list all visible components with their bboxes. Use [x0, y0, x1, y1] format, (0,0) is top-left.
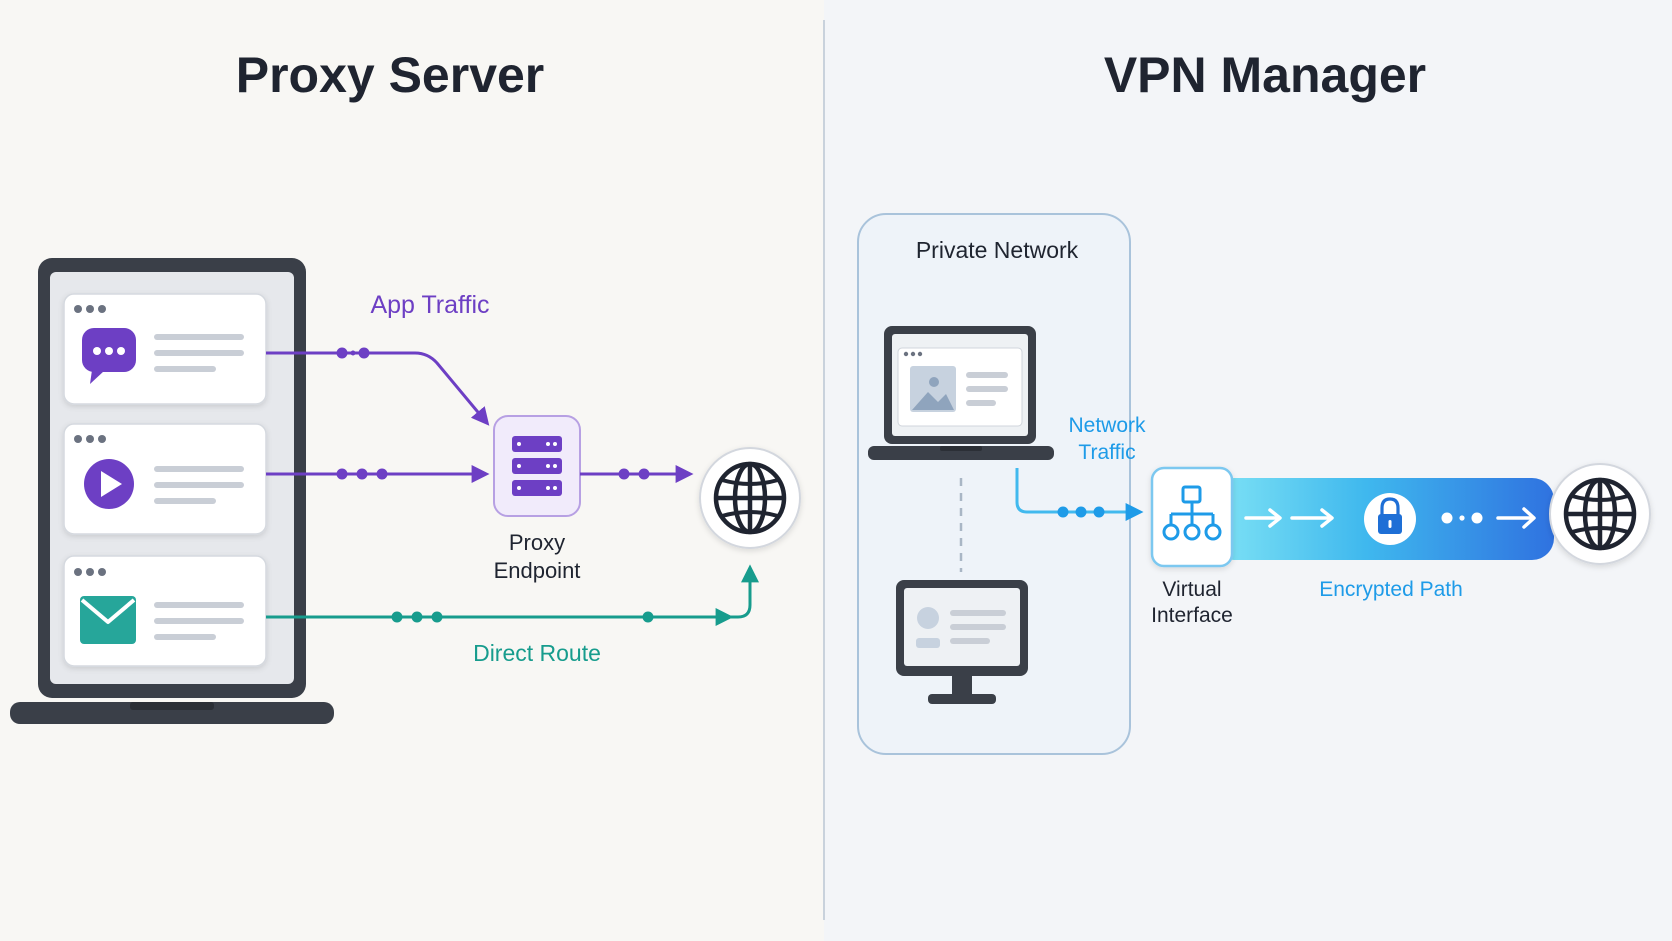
app-card-mail: [63, 555, 267, 667]
vpn-title: VPN Manager: [1104, 47, 1426, 103]
encrypted-tunnel: [1212, 478, 1554, 560]
laptop-icon: [868, 326, 1054, 460]
proxy-endpoint-label-line2: Endpoint: [494, 558, 581, 583]
chat-bubble-icon: [82, 328, 136, 384]
app-traffic-route-2: [266, 465, 490, 483]
app-card-chat: [63, 293, 267, 405]
virtual-interface-label-line2: Interface: [1151, 604, 1233, 627]
proxy-endpoint-icon: [493, 415, 581, 517]
direct-route-line: [266, 564, 759, 626]
private-network-label: Private Network: [916, 237, 1079, 263]
app-traffic-label: App Traffic: [370, 291, 489, 319]
proxy-to-internet-route: [580, 465, 694, 483]
network-traffic-label-line1: Network: [1068, 414, 1146, 437]
virtual-interface-label-line1: Virtual: [1162, 578, 1221, 601]
virtual-interface-icon: [1150, 466, 1234, 568]
proxy-endpoint-label-line1: Proxy: [509, 530, 565, 555]
play-icon: [84, 459, 134, 509]
proxy-title: Proxy Server: [236, 47, 545, 103]
device-base: [10, 702, 334, 724]
desktop-monitor-icon: [896, 580, 1028, 704]
network-traffic-route: [1015, 468, 1144, 521]
app-traffic-route-1: [266, 347, 490, 426]
direct-route-label: Direct Route: [473, 640, 601, 666]
encrypted-path-label: Encrypted Path: [1319, 578, 1463, 601]
internet-globe-icon: [699, 447, 801, 549]
lock-icon: [1364, 493, 1416, 545]
vpn-internet-globe-icon: [1549, 463, 1651, 565]
network-traffic-label-line2: Traffic: [1078, 441, 1135, 464]
mail-icon: [80, 596, 136, 644]
app-card-video: [63, 423, 267, 535]
